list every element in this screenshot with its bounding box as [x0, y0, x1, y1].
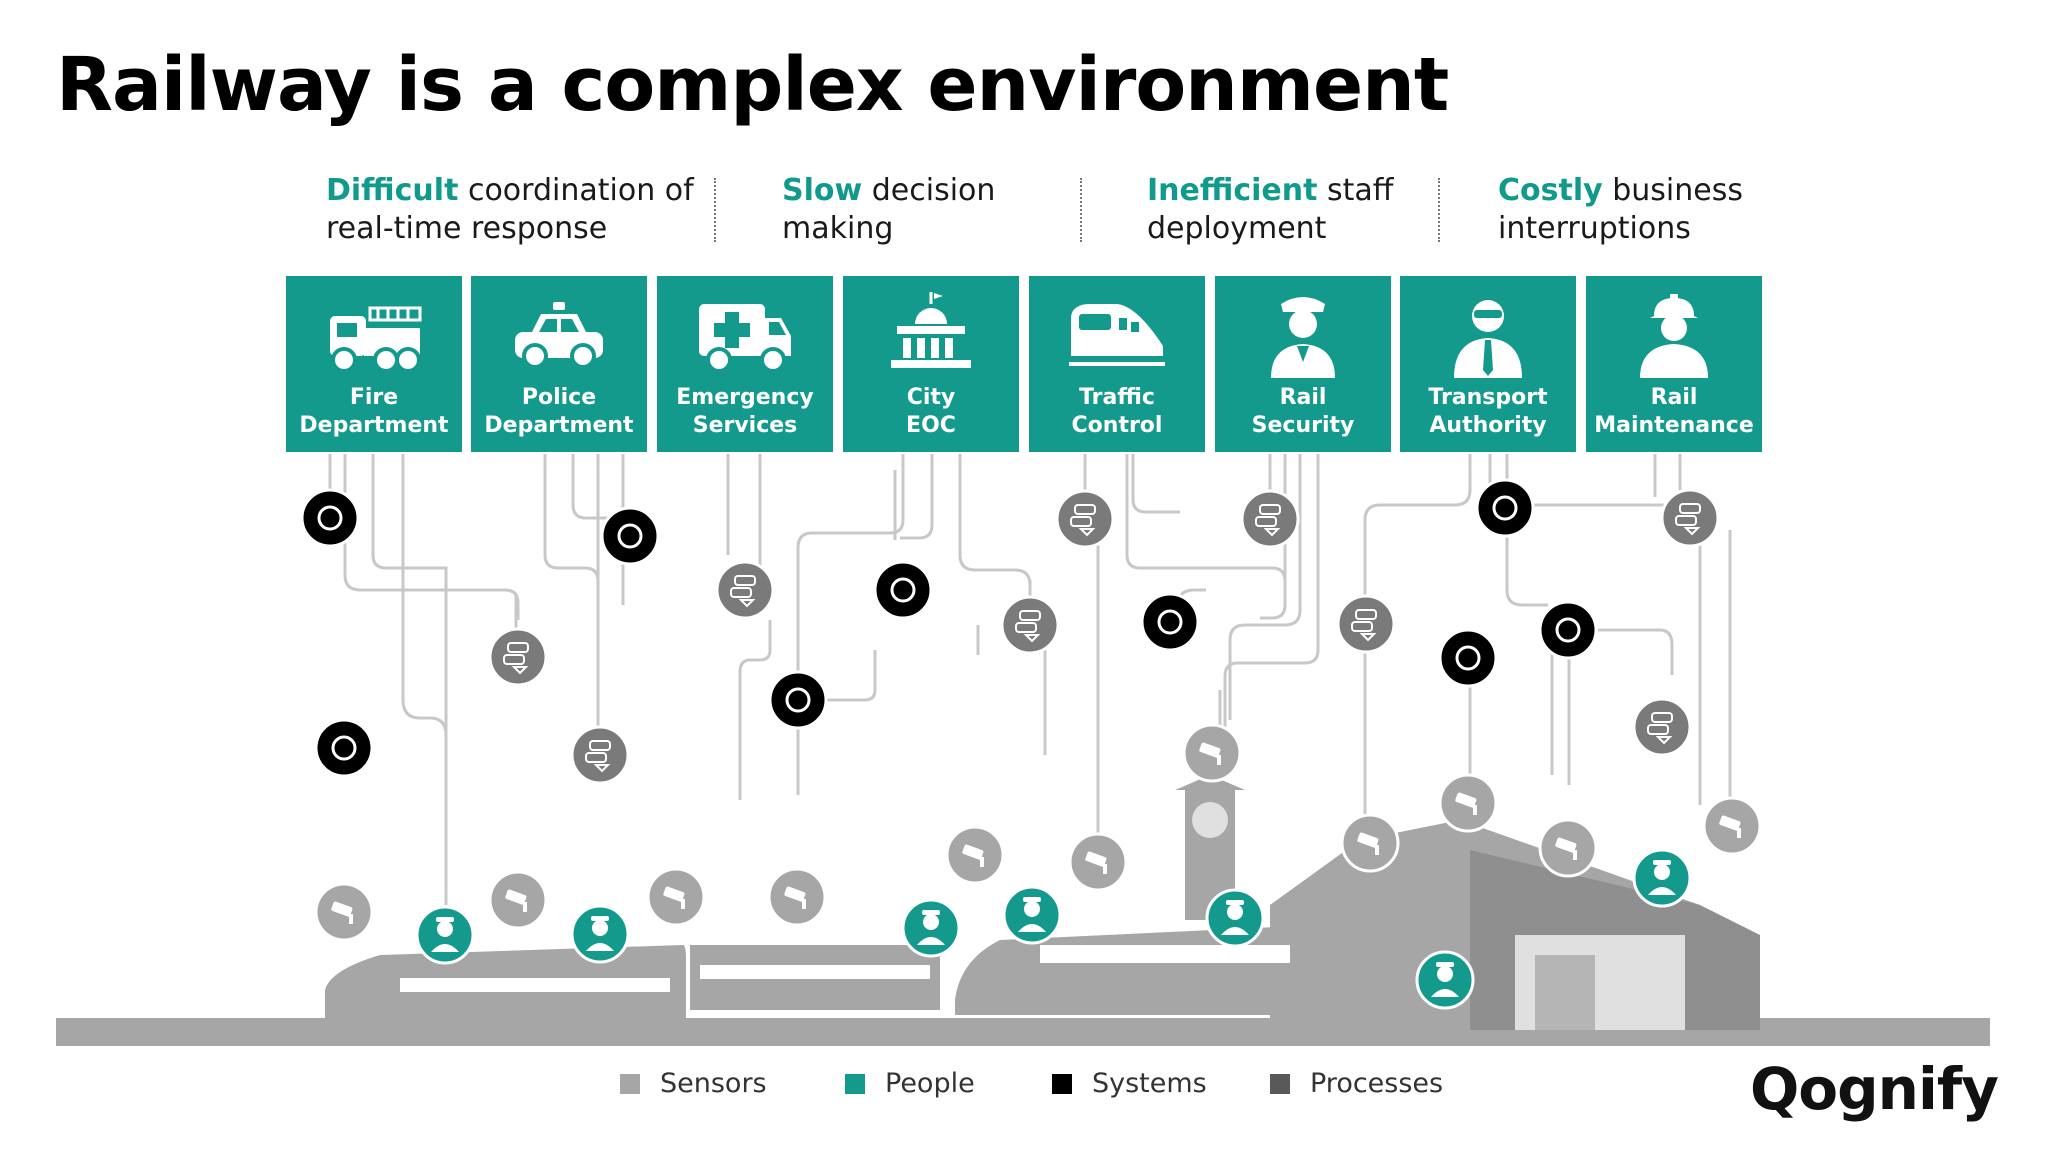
challenge-text: interruptions — [1498, 211, 1691, 246]
legend-swatch — [1270, 1073, 1290, 1094]
worker-helmet-icon — [1640, 294, 1708, 378]
official-icon — [1454, 300, 1522, 378]
process-icon — [1000, 595, 1060, 655]
camera-icon — [1182, 723, 1242, 783]
divider — [1438, 178, 1440, 242]
process-icon — [1055, 489, 1115, 549]
globe-icon — [873, 560, 933, 620]
challenge-highlight: Costly — [1498, 173, 1603, 208]
train-left — [325, 945, 940, 1018]
headset-icon — [600, 506, 660, 566]
rail-scene — [56, 775, 1990, 1046]
camera-icon — [1068, 832, 1128, 892]
alert-icon — [300, 488, 360, 548]
camera-icon — [767, 867, 827, 927]
server-lock-icon — [1438, 773, 1498, 833]
process-icon — [715, 560, 775, 620]
city-hall-icon — [891, 292, 971, 368]
page-title: Railway is a complex environment — [56, 42, 1449, 128]
officer-icon — [415, 905, 475, 965]
legend-swatch — [845, 1073, 865, 1094]
fire-truck-icon — [330, 306, 422, 373]
process-icon — [488, 627, 548, 687]
tools-icon — [1475, 478, 1535, 538]
challenge-coordination: Difficult coordination of real-time resp… — [326, 172, 694, 248]
legend-swatch — [1052, 1073, 1072, 1094]
brand-logo: Qognify — [1750, 1055, 1999, 1123]
challenge-text: coordination of — [458, 173, 694, 208]
challenge-text: business — [1602, 173, 1743, 208]
bird-icon — [314, 718, 374, 778]
camera-icon — [646, 867, 706, 927]
divider — [1080, 178, 1082, 242]
legend-label: People — [885, 1068, 975, 1099]
legend-swatch — [620, 1073, 640, 1094]
legend-item-sensors: Sensors — [620, 1068, 767, 1099]
challenge-interruptions: Costly business interruptions — [1498, 172, 1743, 248]
challenge-text: decision — [862, 173, 996, 208]
camera-icon — [1702, 796, 1762, 856]
challenge-highlight: Difficult — [326, 173, 459, 208]
challenge-text: staff — [1317, 173, 1394, 208]
camera-icon — [1340, 813, 1400, 873]
radio-icon — [1140, 592, 1200, 652]
ambulance-icon — [699, 304, 791, 373]
challenge-highlight: Inefficient — [1147, 173, 1318, 208]
fire-sensor-icon — [1538, 818, 1598, 878]
legend-label: Systems — [1092, 1068, 1207, 1099]
process-icon — [1336, 594, 1396, 654]
building-icon — [1438, 628, 1498, 688]
legend-label: Processes — [1310, 1068, 1444, 1099]
camera-icon — [314, 882, 374, 942]
officer-icon — [1205, 888, 1265, 948]
legend-item-people: People — [845, 1068, 975, 1099]
worker-icon — [1002, 885, 1062, 945]
worker-icon — [1415, 950, 1475, 1010]
server-lock-icon — [945, 825, 1005, 885]
challenge-highlight: Slow — [782, 173, 863, 208]
police-car-icon — [515, 302, 603, 369]
officer-icon — [570, 904, 630, 964]
weather-icon — [768, 670, 828, 730]
challenge-text: making — [782, 211, 894, 246]
officer-icon — [901, 898, 961, 958]
legend-label: Sensors — [660, 1068, 767, 1099]
officer-icon — [1632, 848, 1692, 908]
process-icon — [1632, 697, 1692, 757]
challenge-text: deployment — [1147, 211, 1327, 246]
network-icon — [1538, 600, 1598, 660]
legend-item-systems: Systems — [1052, 1068, 1207, 1099]
legend-item-processes: Processes — [1270, 1068, 1443, 1099]
fire-sensor-icon — [488, 870, 548, 930]
challenge-staff: Inefficient staff deployment — [1147, 172, 1393, 248]
process-icon — [570, 725, 630, 785]
process-icon — [1660, 488, 1720, 548]
train-right — [955, 925, 1370, 1015]
train-icon — [1069, 304, 1165, 366]
challenge-text: real-time response — [326, 211, 608, 246]
process-icon — [1240, 489, 1300, 549]
security-guard-icon — [1271, 297, 1335, 378]
divider — [714, 178, 716, 242]
challenge-decision: Slow decision making — [782, 172, 995, 248]
